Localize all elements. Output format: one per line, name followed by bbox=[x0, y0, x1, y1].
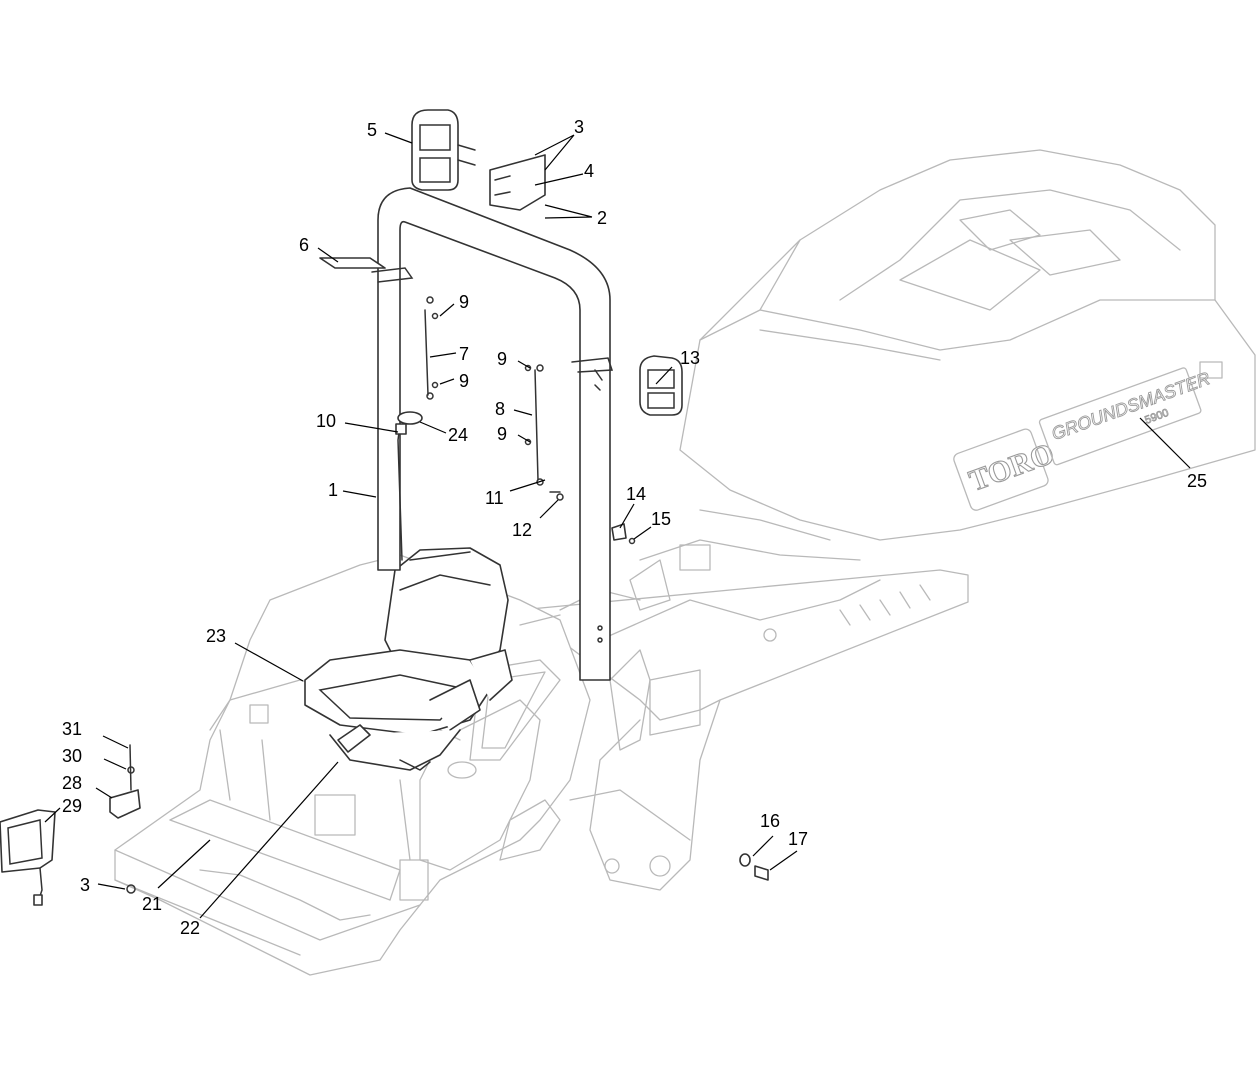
callout-1: 1 bbox=[328, 480, 338, 500]
hood-outline bbox=[679, 149, 1256, 541]
seat-belt-buckle bbox=[395, 411, 423, 561]
callout-14: 14 bbox=[626, 484, 646, 504]
callout-9-a: 9 bbox=[459, 292, 469, 312]
callout-23: 23 bbox=[206, 626, 226, 646]
callout-9-d: 9 bbox=[497, 424, 507, 444]
callout-21: 21 bbox=[142, 894, 162, 914]
machine-frame bbox=[519, 509, 969, 891]
callout-15: 15 bbox=[651, 509, 671, 529]
mirror-left bbox=[411, 109, 476, 191]
callout-12: 12 bbox=[512, 520, 532, 540]
harness-clamps bbox=[424, 296, 564, 501]
callout-30: 30 bbox=[62, 746, 82, 766]
leader-lines bbox=[44, 132, 1191, 919]
mirror-bracket bbox=[489, 154, 546, 211]
callout-11: 11 bbox=[485, 488, 504, 508]
work-light bbox=[0, 744, 141, 906]
callout-16: 16 bbox=[760, 811, 780, 831]
callout-3-bottom: 3 bbox=[80, 875, 90, 895]
bolt-16-17 bbox=[739, 853, 769, 881]
manual-tube bbox=[319, 257, 386, 269]
callout-5: 5 bbox=[367, 120, 377, 140]
seat bbox=[304, 547, 513, 771]
callout-10: 10 bbox=[316, 411, 336, 431]
callout-8: 8 bbox=[495, 399, 505, 419]
callout-13: 13 bbox=[680, 348, 700, 368]
callout-17: 17 bbox=[788, 829, 808, 849]
callout-28: 28 bbox=[62, 773, 82, 793]
callout-9-c: 9 bbox=[497, 349, 507, 369]
roll-bar bbox=[371, 187, 614, 681]
clips-14-15 bbox=[611, 523, 636, 545]
callout-25: 25 bbox=[1187, 471, 1207, 491]
callout-6: 6 bbox=[299, 235, 309, 255]
callout-24: 24 bbox=[448, 425, 468, 445]
callout-4: 4 bbox=[584, 161, 594, 181]
callout-2: 2 bbox=[597, 208, 607, 228]
callout-3-top: 3 bbox=[574, 117, 584, 137]
callout-31: 31 bbox=[62, 719, 82, 739]
callout-22: 22 bbox=[180, 918, 200, 938]
callout-labels: 5 3 4 2 6 9 7 9 9 8 9 10 24 1 11 12 13 1… bbox=[62, 117, 1207, 938]
callout-7: 7 bbox=[459, 344, 469, 364]
callout-9-b: 9 bbox=[459, 371, 469, 391]
mirror-right bbox=[639, 355, 683, 416]
callout-29: 29 bbox=[62, 796, 82, 816]
